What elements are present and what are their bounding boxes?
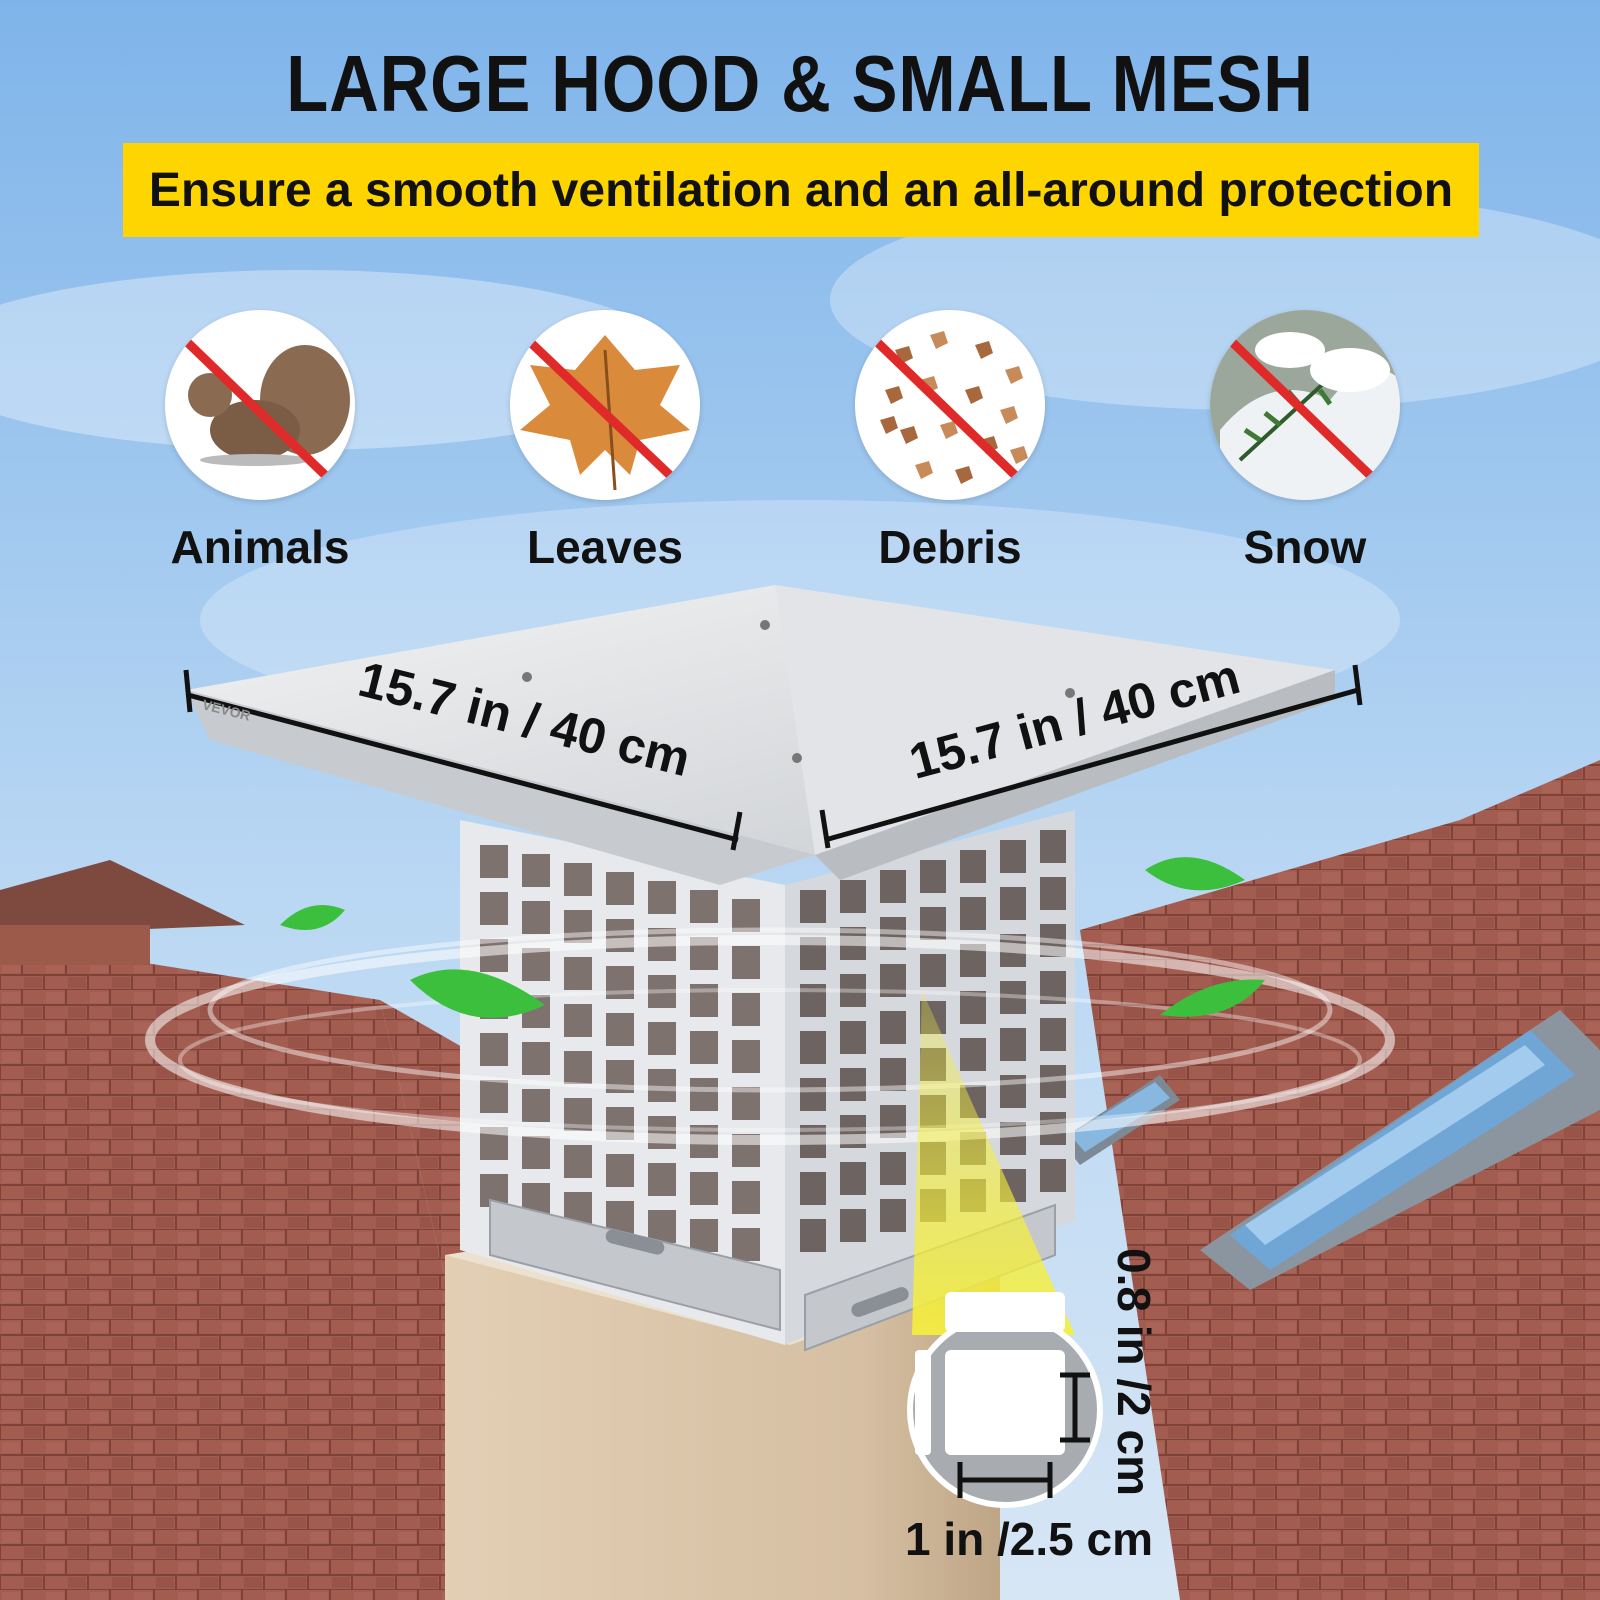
skylight-window [1200, 1010, 1600, 1290]
hood [186, 585, 1335, 885]
label-animals: Animals [170, 521, 350, 573]
flying-leaves [280, 857, 1265, 1018]
headline: LARGE HOOD & SMALL MESH [286, 39, 1314, 128]
label-debris: Debris [878, 521, 1022, 573]
subtitle-banner: Ensure a smooth ventilation and an all-a… [123, 143, 1479, 237]
subtitle-text: Ensure a smooth ventilation and an all-a… [148, 163, 1454, 217]
airflow-swirl [145, 927, 1395, 1145]
mesh-callout [907, 990, 1103, 1508]
label-snow: Snow [1243, 521, 1367, 573]
leaf-icon [510, 310, 700, 500]
mesh-width-label: 1 in /2.5 cm [905, 1513, 1154, 1565]
squirrel-icon [165, 310, 355, 500]
hood-dimension-lines [183, 664, 1363, 851]
mesh-cage [460, 810, 1075, 1352]
debris-icon [855, 310, 1045, 500]
snow-branch-icon [1210, 310, 1400, 500]
label-leaves: Leaves [526, 521, 683, 573]
mesh-height-label: 0.8 in /2 cm [1108, 1247, 1161, 1497]
